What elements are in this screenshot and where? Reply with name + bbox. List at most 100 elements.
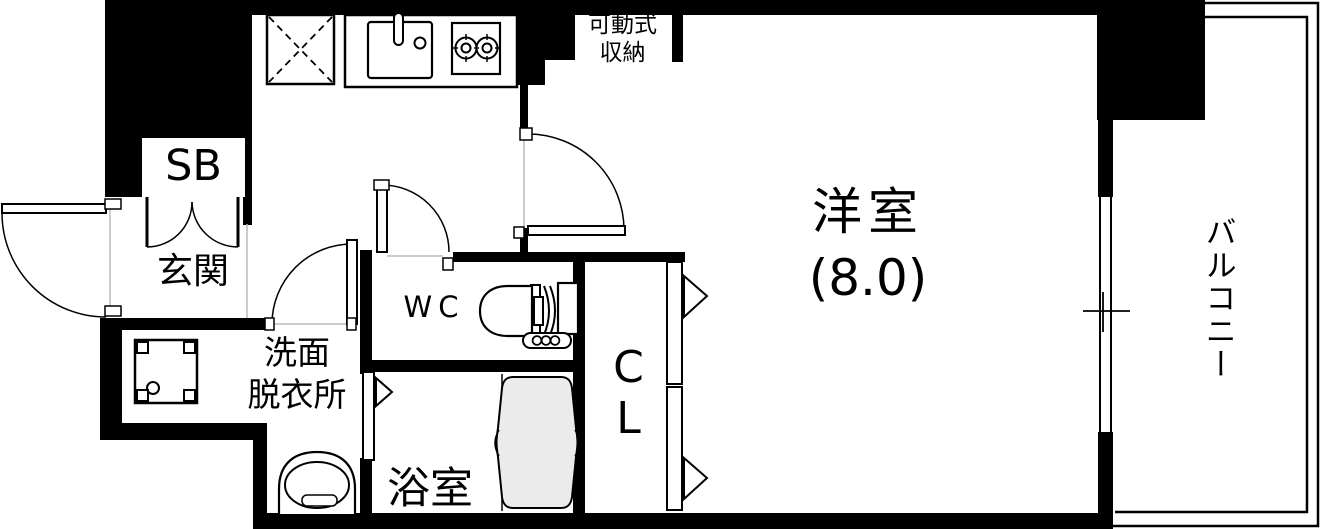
balcony-outer-line xyxy=(1113,1,1320,528)
burner-ticks xyxy=(453,34,500,62)
entrance-label: 玄関 xyxy=(156,251,229,292)
pan-corner xyxy=(136,389,149,402)
door-panel xyxy=(666,386,683,511)
wall-segment xyxy=(520,228,528,254)
main-room-door xyxy=(513,127,626,239)
sink-drain xyxy=(413,36,427,50)
basin-bowl xyxy=(284,461,350,509)
door-jamb xyxy=(373,179,390,191)
door-direction-triangle xyxy=(683,455,709,502)
door-leaf xyxy=(1,203,107,214)
door-jamb xyxy=(442,257,454,271)
counter-outline xyxy=(343,13,519,89)
wash-basin-icon xyxy=(277,450,357,514)
washing-machine-pan-icon xyxy=(133,338,199,405)
wall-segment xyxy=(105,0,1205,15)
balcony-inner-line xyxy=(1115,15,1309,514)
wall-segment xyxy=(520,85,528,135)
kitchen-sink-icon xyxy=(343,12,519,89)
refrigerator-box xyxy=(265,13,336,86)
wall-segment xyxy=(1098,120,1113,197)
window-center-mark xyxy=(1083,292,1130,332)
wall-segment xyxy=(360,250,372,374)
wall-segment xyxy=(243,197,252,225)
wall-segment xyxy=(545,0,575,60)
door-jamb xyxy=(346,317,357,331)
closet-label: CL xyxy=(603,342,654,444)
door-jamb xyxy=(104,198,122,210)
toilet-tank xyxy=(556,281,580,336)
door-swing-arc xyxy=(191,201,239,248)
door-jamb xyxy=(519,127,533,141)
wall-segment xyxy=(517,0,545,85)
wall-segment xyxy=(100,318,273,330)
wc-door xyxy=(373,179,454,271)
door-swing-arc xyxy=(271,243,353,325)
threshold-lines xyxy=(109,140,525,325)
burner-center xyxy=(481,42,493,54)
stove-burners-icon xyxy=(450,21,502,76)
wall-segment xyxy=(100,318,122,440)
pan-drain xyxy=(146,381,160,395)
door-direction-triangle xyxy=(683,273,709,320)
wall-segment xyxy=(453,252,685,262)
door-swing-arc xyxy=(381,184,450,253)
refrigerator-space-icon xyxy=(265,13,336,86)
wall-segment xyxy=(100,423,267,440)
pan-corner xyxy=(136,341,149,354)
balcony-label: バルコニー xyxy=(1199,215,1236,381)
sliding-window-icon xyxy=(1083,197,1130,432)
pan-corner xyxy=(183,389,196,402)
door-panel xyxy=(666,261,683,385)
door-jamb xyxy=(513,226,525,239)
entrance-door xyxy=(1,198,122,318)
door-jamb xyxy=(264,317,275,331)
wall-segment xyxy=(360,360,585,372)
door-swing-arc xyxy=(527,133,625,231)
door-swing-arc xyxy=(146,201,193,248)
washroom-door xyxy=(264,239,358,331)
pan-corner xyxy=(183,341,196,354)
door-panel xyxy=(362,371,375,461)
tub-grip xyxy=(494,429,580,457)
main-room-size-label: (8.0) xyxy=(808,249,928,307)
faucet xyxy=(393,12,404,46)
door-leaf xyxy=(376,184,388,253)
pan-outline xyxy=(133,338,199,405)
wc-label: WC xyxy=(403,290,465,324)
main-room-label: 洋室 xyxy=(812,183,924,241)
door-leaf xyxy=(346,239,358,325)
burner-center xyxy=(460,42,472,54)
wall-segment xyxy=(253,513,1113,529)
toilet-icon xyxy=(478,281,580,349)
wall-segment xyxy=(1097,15,1205,120)
shoe-box-label: SB xyxy=(165,141,222,191)
toilet-control-panel xyxy=(522,332,572,349)
door-jamb xyxy=(104,305,122,317)
tub-body xyxy=(495,376,579,509)
wall-segment xyxy=(360,458,372,513)
basin-faucet-deck xyxy=(301,494,338,507)
door-leaf xyxy=(527,225,626,236)
toilet-tank-curve xyxy=(543,285,556,336)
washroom-label: 洗面 脱衣所 xyxy=(247,333,347,414)
balcony-outline xyxy=(1113,1,1320,528)
bathroom-label: 浴室 xyxy=(387,464,473,514)
toilet-control-button xyxy=(549,335,561,346)
door-direction-triangle xyxy=(375,375,394,409)
toilet-seat-inner xyxy=(533,296,544,326)
storage-label: 可動式 収納 xyxy=(588,12,657,66)
walls xyxy=(100,0,1205,529)
door-swing-arc xyxy=(1,212,107,318)
shoe-box-doors xyxy=(145,197,240,248)
wall-segment xyxy=(253,423,267,515)
bath-door xyxy=(362,371,394,461)
bathtub-icon xyxy=(494,374,580,511)
toilet-bowl xyxy=(478,284,534,338)
wall-segment xyxy=(1098,432,1113,513)
wall-segment xyxy=(672,15,683,62)
shoe-box-body xyxy=(142,138,245,197)
refrigerator-cross xyxy=(268,16,333,83)
